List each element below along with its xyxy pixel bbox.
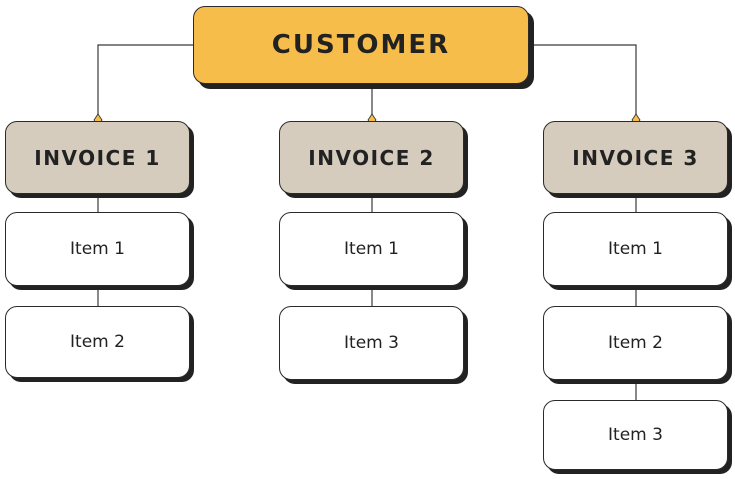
item-label: Item 3 [608, 425, 663, 445]
item-node: Item 1 [543, 212, 728, 286]
invoice-label: INVOICE 1 [34, 145, 161, 170]
customer-label: CUSTOMER [271, 30, 451, 60]
customer-node: CUSTOMER [193, 6, 529, 84]
connector-customer-invoice-3 [528, 44, 637, 120]
item-node: Item 1 [5, 212, 190, 286]
item-node: Item 1 [279, 212, 464, 286]
invoice-label: INVOICE 3 [572, 145, 699, 170]
invoice-node-2: INVOICE 2 [279, 121, 464, 194]
item-label: Item 2 [70, 332, 125, 352]
invoice-node-3: INVOICE 3 [543, 121, 728, 194]
item-label: Item 3 [344, 333, 399, 353]
item-node: Item 3 [279, 306, 464, 380]
invoice-node-1: INVOICE 1 [5, 121, 190, 194]
item-node: Item 2 [5, 306, 190, 378]
item-label: Item 1 [70, 239, 125, 259]
item-node: Item 2 [543, 306, 728, 380]
item-label: Item 2 [608, 333, 663, 353]
item-label: Item 1 [608, 239, 663, 259]
invoice-label: INVOICE 2 [308, 145, 435, 170]
connector-customer-invoice-1 [97, 44, 193, 120]
item-node: Item 3 [543, 400, 728, 470]
item-label: Item 1 [344, 239, 399, 259]
